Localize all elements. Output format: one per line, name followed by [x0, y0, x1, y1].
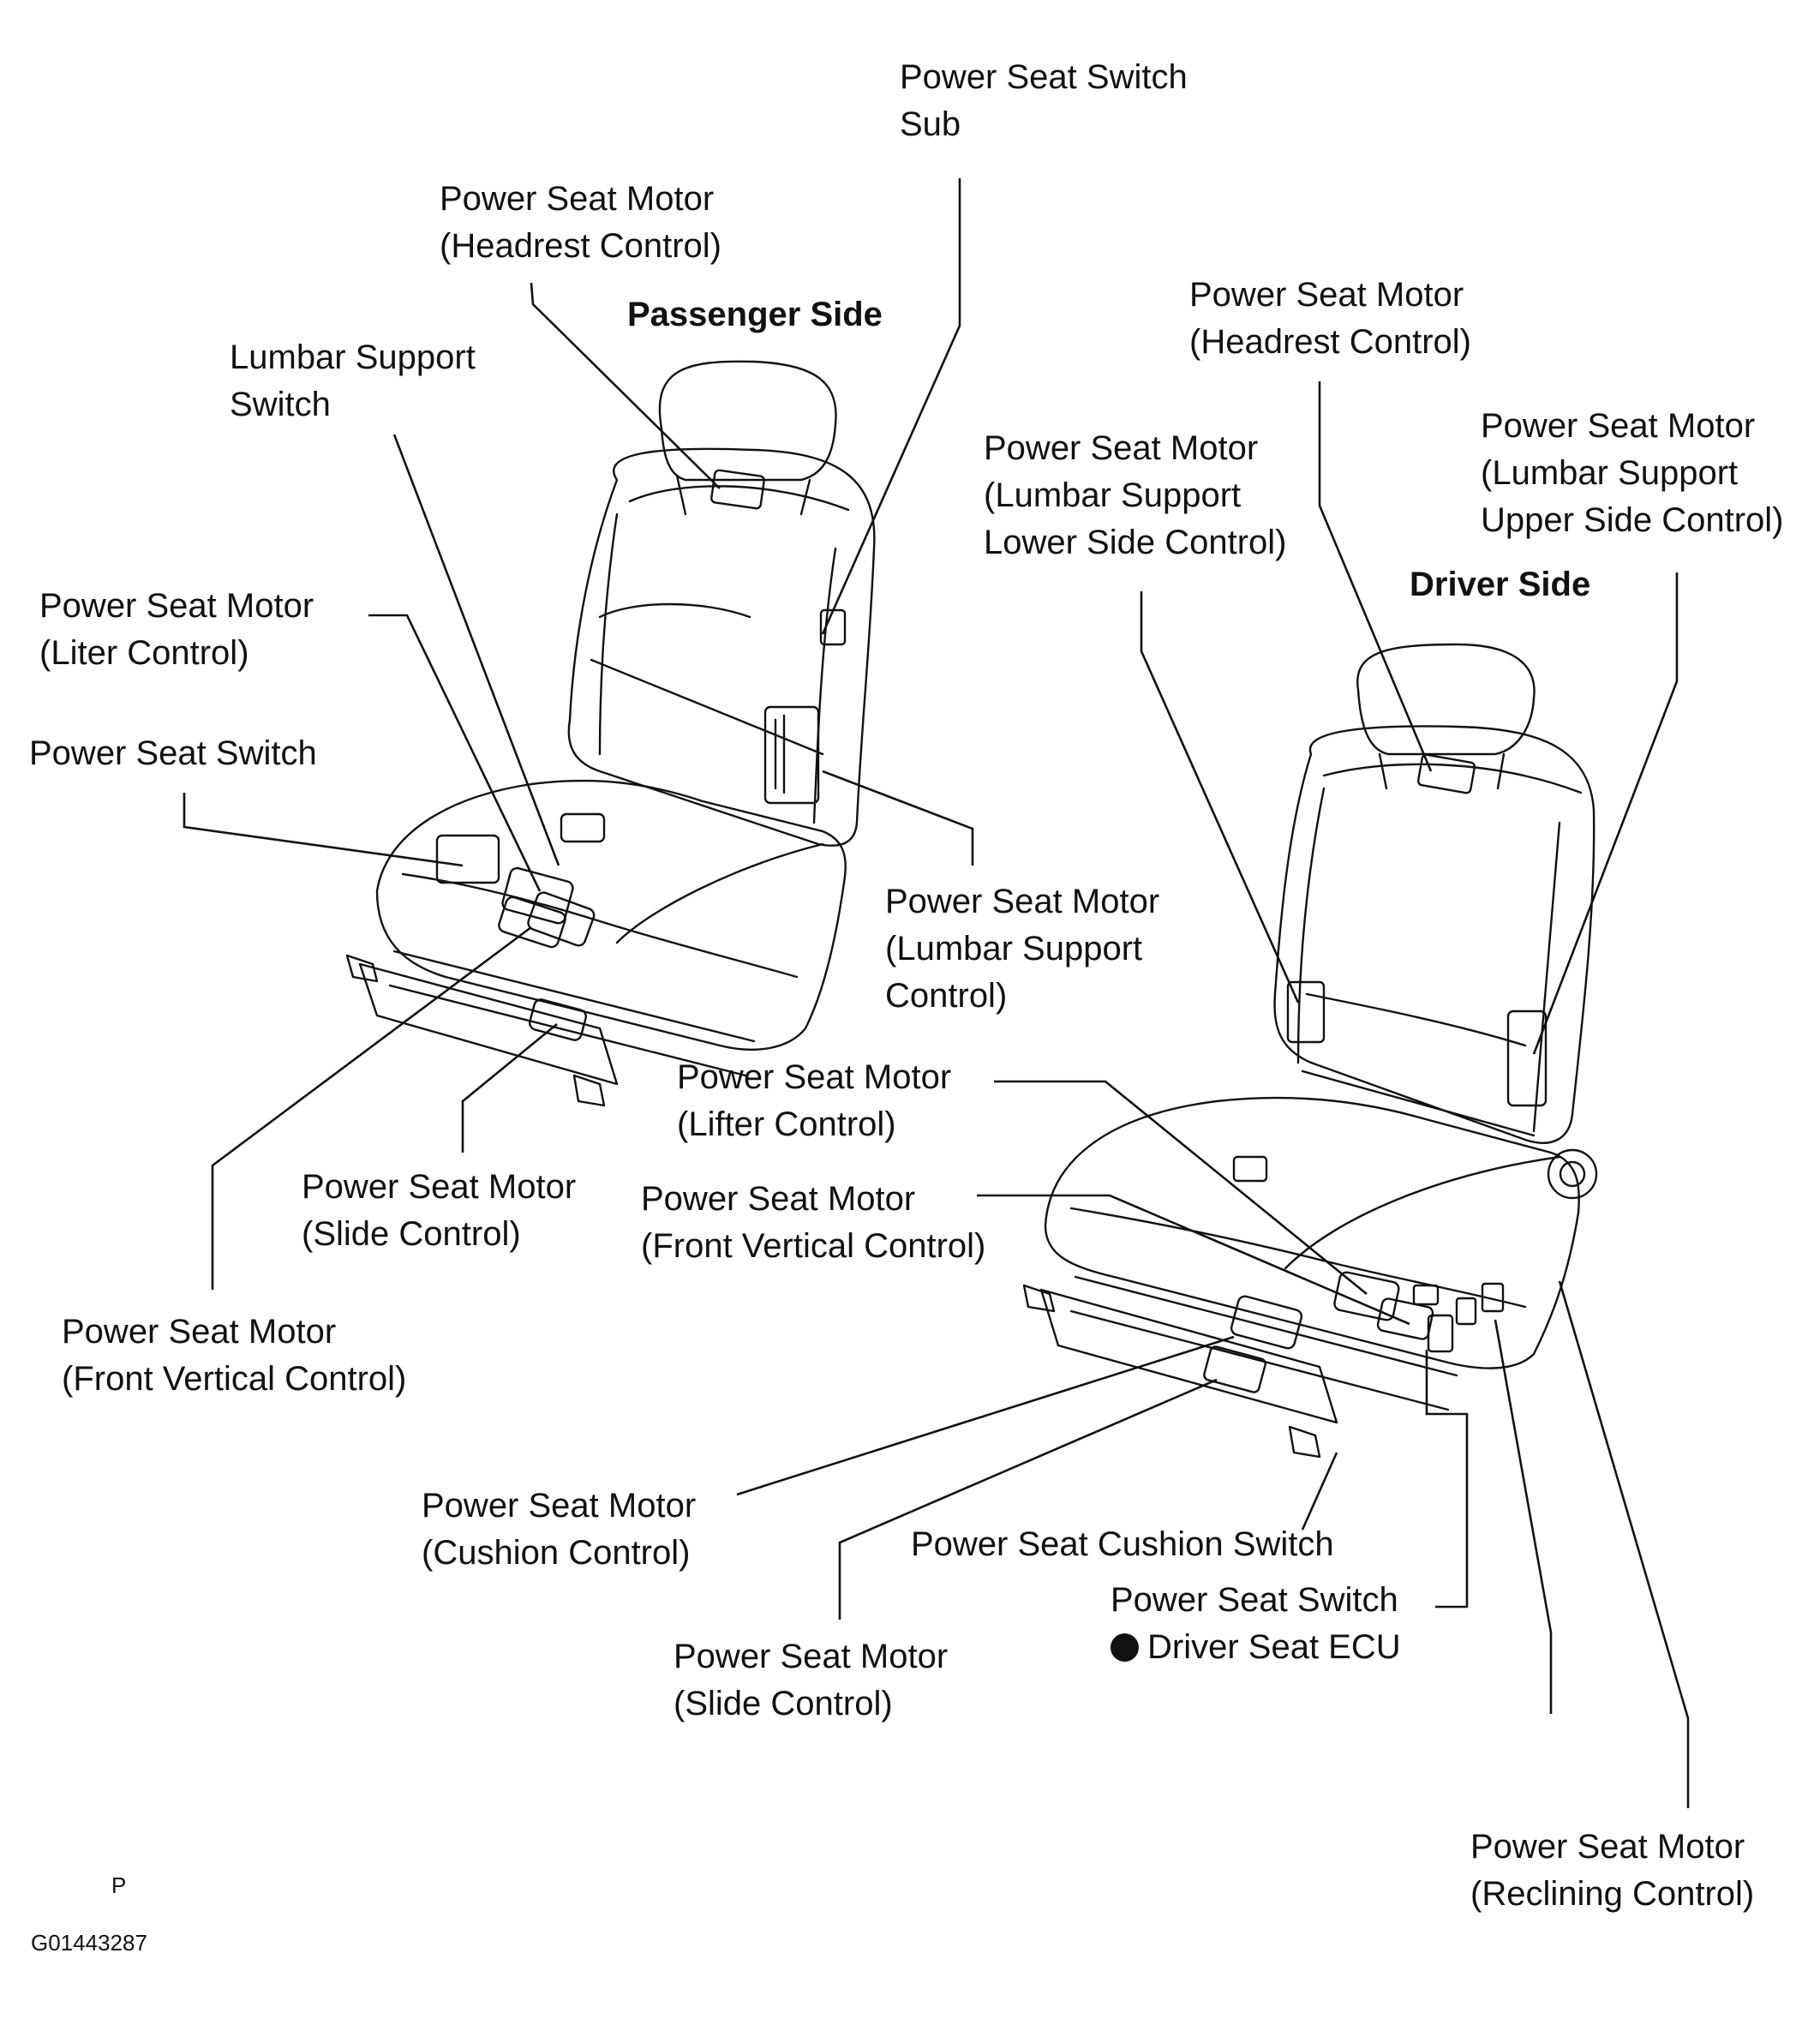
label-line: (Liter Control) — [39, 634, 249, 672]
leader-lumbar-switch — [392, 434, 560, 866]
leader-p-front-vertical-motor — [211, 926, 532, 1290]
label-line: Power Seat Motor — [984, 429, 1259, 467]
label-p-switch-sub: Power Seat Switch Sub — [900, 54, 1188, 148]
label-line: Power Seat Motor — [440, 180, 715, 218]
label-d-seat-switch: Power Seat Switch Driver Seat ECU — [1111, 1577, 1401, 1671]
footer-mark: P — [111, 1872, 127, 1898]
leader-d-slide-motor — [838, 1378, 1218, 1620]
leader-d-lifter-motor — [994, 1080, 1368, 1296]
label-line: (Reclining Control) — [1470, 1875, 1755, 1913]
label-p-lumbar-motor: Power Seat Motor (Lumbar Support Control… — [885, 878, 1159, 1020]
leader-d-lumbar-upper-motor — [1532, 572, 1679, 1055]
label-line: (Front Vertical Control) — [641, 1227, 986, 1265]
label-line: Lower Side Control) — [984, 524, 1287, 561]
leader-d-ecu — [1494, 1319, 1553, 1714]
label-p-front-vertical-motor: Power Seat Motor (Front Vertical Control… — [62, 1309, 406, 1403]
label-d-front-vertical-motor: Power Seat Motor (Front Vertical Control… — [641, 1176, 985, 1270]
label-line: Power Seat Motor — [674, 1638, 949, 1675]
label-line: Power Seat Motor — [1470, 1828, 1745, 1866]
label-d-lumbar-lower-motor: Power Seat Motor (Lumbar Support Lower S… — [984, 425, 1287, 566]
label-p-seat-switch: Power Seat Switch — [29, 734, 317, 772]
label-lumbar-support-switch: Lumbar Support Switch — [230, 334, 476, 428]
leader-switch-sub — [821, 178, 961, 635]
label-d-reclining-motor: Power Seat Motor (Reclining Control) — [1470, 1824, 1754, 1918]
label-line: Upper Side Control) — [1481, 501, 1784, 539]
leader-d-lumbar-lower-motor — [1140, 591, 1300, 1004]
bullet-dot-icon — [1111, 1633, 1139, 1662]
label-line: (Headrest Control) — [440, 227, 722, 265]
label-line: (Cushion Control) — [422, 1534, 691, 1572]
label-line: (Slide Control) — [302, 1215, 521, 1253]
label-line: Sub — [900, 105, 961, 143]
label-line: (Lumbar Support — [885, 930, 1143, 968]
label-line: Power Seat Motor — [302, 1168, 577, 1206]
leader-p-headrest-motor — [530, 282, 721, 489]
label-line: Driver Seat ECU — [1111, 1624, 1401, 1671]
label-p-headrest-motor: Power Seat Motor (Headrest Control) — [440, 176, 721, 270]
label-line: (Lumbar Support — [1481, 454, 1739, 492]
label-line: (Front Vertical Control) — [62, 1360, 407, 1398]
heading-driver-side: Driver Side — [1410, 566, 1591, 603]
label-line: Power Seat Motor — [677, 1058, 952, 1096]
label-d-headrest-motor: Power Seat Motor (Headrest Control) — [1189, 272, 1471, 366]
label-line: Power Seat Motor — [422, 1487, 697, 1525]
label-line: Control) — [885, 977, 1008, 1015]
heading-passenger-side: Passenger Side — [627, 296, 883, 333]
label-line: (Slide Control) — [674, 1685, 893, 1722]
passenger-seat-drawing — [345, 360, 876, 1107]
label-d-lumbar-upper-motor: Power Seat Motor (Lumbar Support Upper S… — [1481, 403, 1784, 544]
leader-d-headrest-motor — [1318, 381, 1433, 772]
label-line: (Lifter Control) — [677, 1105, 896, 1143]
leader-d-front-vertical-motor — [977, 1194, 1410, 1326]
label-line: Power Seat Motor — [1189, 276, 1464, 314]
label-line: Lumbar Support — [230, 338, 476, 376]
driver-seat-drawing — [1022, 643, 1598, 1459]
leader-d-cushion-switch — [1301, 1452, 1338, 1531]
label-ecu: Driver Seat ECU — [1147, 1628, 1401, 1666]
label-line: Power Seat Motor — [39, 587, 314, 625]
leader-p-lifter-motor — [368, 614, 542, 892]
leader-p-slide-motor — [461, 1022, 558, 1153]
leader-d-cushion-motor — [736, 1335, 1235, 1496]
leader-d-seat-switch — [1425, 1350, 1469, 1609]
label-line: Switch — [230, 386, 331, 423]
label-line: (Lumbar Support — [984, 476, 1242, 514]
label-line: Power Seat Switch — [900, 58, 1188, 96]
label-line: Power Seat Motor — [1481, 407, 1756, 445]
leader-p-seat-switch — [183, 793, 464, 867]
label-line: (Headrest Control) — [1189, 323, 1472, 361]
label-line: Power Seat Motor — [885, 883, 1160, 920]
label-d-lifter-motor: Power Seat Motor (Lifter Control) — [677, 1054, 951, 1148]
label-p-lifter-motor: Power Seat Motor (Liter Control) — [39, 583, 314, 677]
label-d-slide-motor: Power Seat Motor (Slide Control) — [674, 1633, 948, 1728]
label-line: Power Seat Switch — [1111, 1581, 1398, 1619]
label-line: Power Seat Motor — [62, 1313, 337, 1351]
leader-lines — [183, 178, 1690, 1808]
label-line: Power Seat Motor — [641, 1180, 916, 1218]
label-d-cushion-switch: Power Seat Cushion Switch — [911, 1525, 1334, 1563]
label-p-slide-motor: Power Seat Motor (Slide Control) — [302, 1164, 576, 1258]
figure-id: G01443287 — [31, 1930, 147, 1956]
leader-p-lumbar-motor — [822, 770, 974, 866]
label-d-cushion-motor: Power Seat Motor (Cushion Control) — [422, 1483, 696, 1577]
leader-d-reclining-motor — [1558, 1280, 1690, 1808]
